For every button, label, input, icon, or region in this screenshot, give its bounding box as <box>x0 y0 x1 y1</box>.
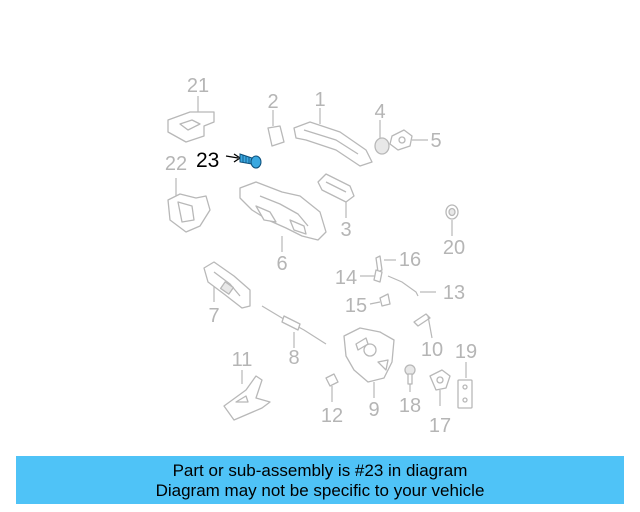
part-4-cap <box>374 120 390 155</box>
callout-label: 21 <box>187 75 209 97</box>
part-5-lock-cylinder <box>389 129 428 151</box>
callout-label: 6 <box>276 253 287 275</box>
part-12-bolt <box>325 373 339 402</box>
info-banner: Part or sub-assembly is #23 in diagram D… <box>16 456 624 504</box>
banner-line-2: Diagram may not be specific to your vehi… <box>155 481 485 500</box>
callout-label: 8 <box>288 347 299 369</box>
callout-label: 4 <box>374 101 385 123</box>
callout-label: 1 <box>314 89 325 111</box>
part-23-bolt <box>225 153 262 169</box>
part-13-rod <box>387 275 436 297</box>
callout-label: 13 <box>443 282 465 304</box>
part-8-cable <box>261 305 327 348</box>
part-6-inside-handle-housing <box>239 181 327 252</box>
callout-label: 18 <box>399 395 421 417</box>
callout-label: 9 <box>368 399 379 421</box>
callout-label: 11 <box>232 349 253 371</box>
callout-label-highlighted: 23 <box>196 149 219 172</box>
banner-line-1: Part or sub-assembly is #23 in diagram <box>172 461 468 480</box>
callout-label: 14 <box>335 267 357 289</box>
part-9-latch <box>343 327 395 398</box>
callout-label: 10 <box>421 339 443 361</box>
part-20-grommet <box>445 204 459 236</box>
callout-label: 22 <box>165 153 187 175</box>
callout-label: 5 <box>430 130 441 152</box>
callout-label: 16 <box>399 249 421 271</box>
part-10-pin <box>413 313 433 339</box>
callout-label: 17 <box>429 415 451 437</box>
part-1-outside-handle <box>293 108 373 167</box>
part-22-hinge-bracket <box>167 178 211 233</box>
part-16-clip <box>375 255 396 273</box>
callout-label: 7 <box>208 305 219 327</box>
callout-label: 20 <box>443 237 465 259</box>
callout-label: 15 <box>345 295 367 317</box>
part-11-bracket <box>223 370 271 421</box>
part-21-bracket <box>167 96 215 143</box>
part-14-rod-clip <box>360 269 383 283</box>
callout-label: 19 <box>455 341 477 363</box>
callout-label: 2 <box>267 91 278 113</box>
part-18-screw <box>404 364 416 392</box>
callout-label: 12 <box>321 405 343 427</box>
part-3-bezel <box>317 173 355 218</box>
part-17-lever <box>429 369 451 406</box>
part-7-inner-handle <box>203 261 251 309</box>
part-2-pad <box>267 110 285 147</box>
callout-label: 3 <box>340 219 351 241</box>
part-19-plate <box>457 362 473 409</box>
part-15-clip <box>369 293 391 307</box>
